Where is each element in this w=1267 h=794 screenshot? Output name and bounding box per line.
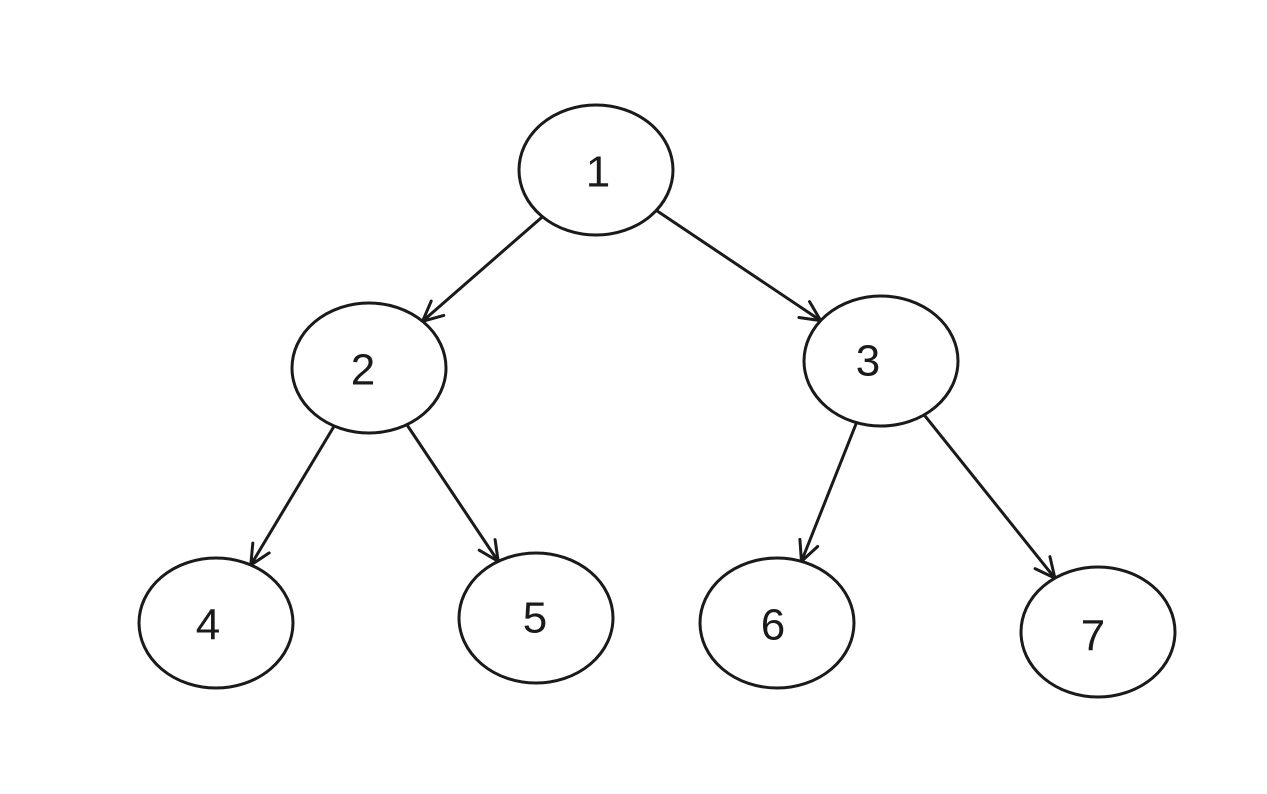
tree-node-1: 1 [517,103,675,237]
node-label-3: 3 [856,337,880,386]
edge-n1-n2 [421,215,544,323]
tree-node-7: 7 [1019,565,1177,699]
edge-line [249,424,336,567]
node-ellipse [802,294,960,428]
node-label-7: 7 [1081,612,1105,661]
edge-line [654,208,823,323]
node-ellipse [290,301,448,435]
edges-layer [249,208,1057,580]
arrowhead-icon [797,300,823,323]
tree-node-3: 3 [802,294,960,428]
tree-node-5: 5 [457,551,615,685]
node-label-4: 4 [196,601,220,650]
edge-line [922,413,1057,580]
node-label-5: 5 [523,594,547,643]
edge-n2-n4 [249,424,336,567]
tree-node-2: 2 [290,301,448,435]
node-ellipse [457,551,615,685]
node-label-2: 2 [351,346,375,395]
arrowhead-icon [249,541,271,567]
arrowhead-icon [477,538,500,563]
edge-n2-n5 [405,423,500,563]
node-ellipse [517,103,675,237]
node-label-1: 1 [586,148,610,197]
edge-n1-n3 [654,208,823,323]
node-label-6: 6 [761,601,785,650]
node-ellipse [137,556,295,690]
node-ellipse [698,556,856,690]
edge-line [421,215,544,323]
tree-node-6: 6 [698,556,856,690]
tree-node-4: 4 [137,556,295,690]
edge-line [799,421,859,563]
node-ellipse [1019,565,1177,699]
edge-n3-n6 [798,421,859,563]
edge-line [405,423,500,563]
edge-n3-n7 [922,413,1057,580]
